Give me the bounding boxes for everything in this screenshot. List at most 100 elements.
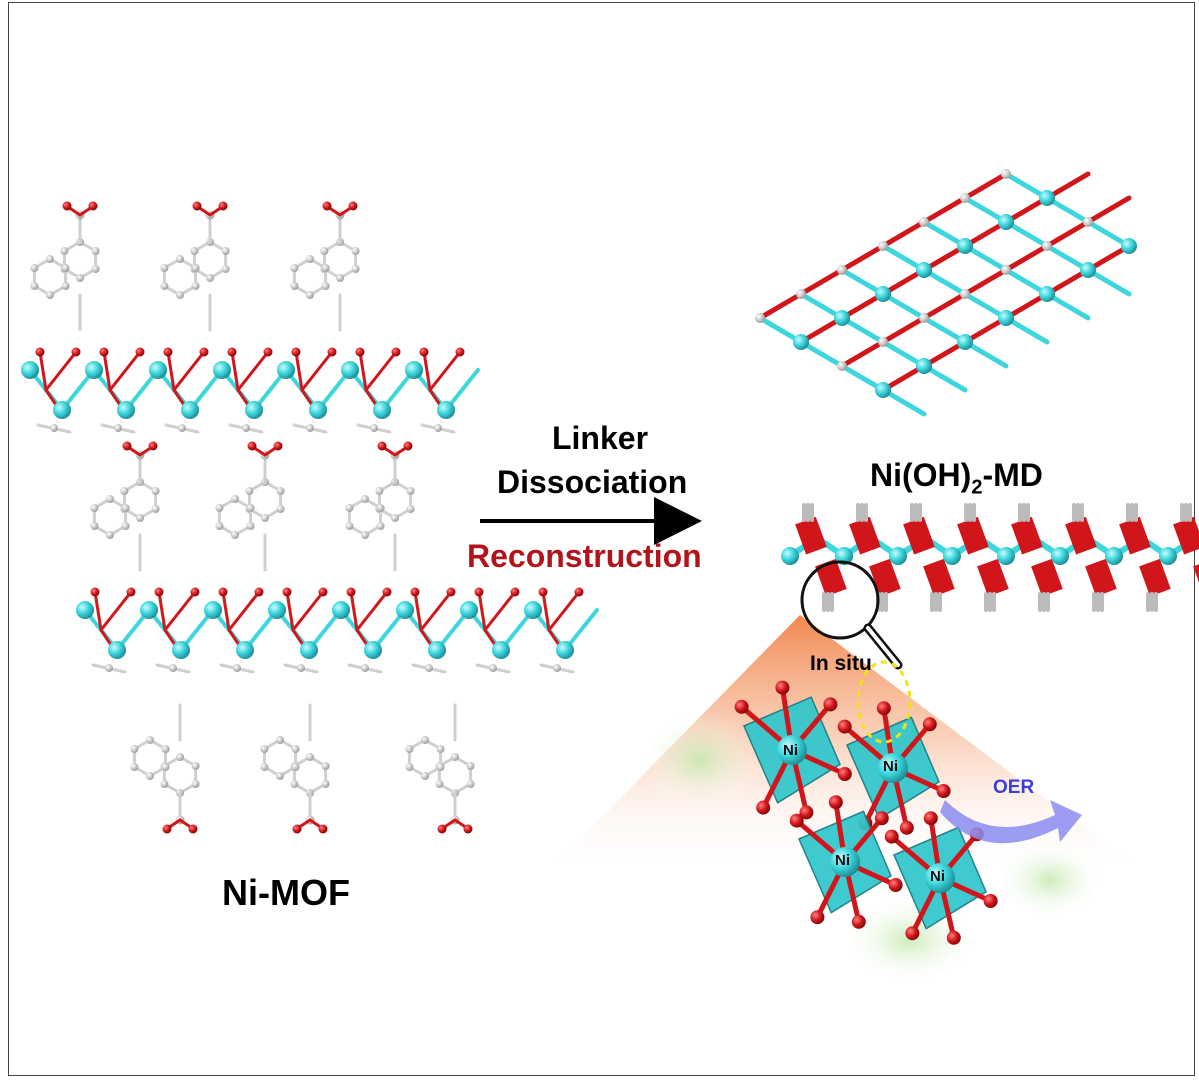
carbon-atom [191,762,200,770]
carbon-atom [391,514,399,522]
nickel-atom [108,641,126,659]
bond [166,350,176,392]
nickel-atom [405,361,423,379]
oxygen-atom [227,347,237,357]
oxygen-atom [162,824,172,834]
nickel-atom [213,361,231,379]
nickel-atom [834,310,850,326]
bond [483,590,517,632]
carbon-atom [837,265,847,275]
oxygen-atom [899,820,914,835]
carbon-atom [297,664,305,672]
carbon-atom [405,745,414,753]
nickel-atom [140,601,158,619]
carbon-atom [1083,217,1093,227]
carbon-atom [489,664,497,672]
carbon-atom [231,495,239,503]
carbon-atom [130,763,139,771]
carbon-atom [361,664,369,672]
nickel-atom [777,735,807,765]
carbon-atom [290,780,299,788]
nickel-atom [1039,286,1055,302]
nickel-atom [373,401,391,419]
oxygen-atom [377,441,387,451]
nickel-atom [117,401,135,419]
carbon-atom [191,282,200,290]
carbon-atom [206,274,214,282]
carbon-atom [160,282,169,290]
carbon-atom [434,424,442,432]
carbon-atom [120,487,129,495]
carbon-atom [160,264,169,272]
nickel-atom [85,361,103,379]
oxygen-atom [946,930,961,945]
carbon-atom [960,289,970,299]
nickel-atom [830,847,860,877]
carbon-atom [61,264,70,272]
carbon-atom [1042,241,1052,251]
carbon-atom [215,504,224,512]
nickel-atom [835,547,853,565]
oxygen-atom [510,587,520,597]
ni-mof-label: Ni-MOF [222,872,350,913]
nickel-atom [998,214,1014,230]
oxygen-atom [876,701,891,716]
nickel-atom [149,361,167,379]
carbon-atom [160,780,169,788]
carbon-atom [231,531,239,539]
oxygen-atom [888,878,903,892]
bond [99,590,133,632]
oxygen-atom [163,347,173,357]
carbon-atom [435,780,444,788]
carbon-atom [361,531,369,539]
carbon-atom [60,247,69,255]
magnifier-icon [800,560,903,670]
oxygen-atom [799,805,814,820]
carbon-atom [291,763,300,771]
oxygen-atom [148,441,158,451]
oxygen-atom [923,811,938,826]
oxygen-atom [126,587,136,597]
hydroxyl-column [1085,558,1117,597]
in-situ-label: In situ [810,652,872,675]
carbon-atom [260,763,269,771]
carbon-atom [276,772,284,780]
carbon-atom [191,780,200,788]
carbon-atom [837,361,847,371]
oxygen-atom [936,784,951,798]
carbon-atom [260,745,269,753]
green-glow-1 [640,710,760,810]
oxygen-atom [823,697,838,712]
oxygen-atom [190,587,200,597]
bond [230,350,240,392]
linker-label: Linker [551,420,649,456]
bond [921,195,968,225]
oxygen-atom [734,699,749,714]
carbon-atom [130,745,139,753]
carbon-atom [406,505,415,513]
carbon-atom [46,291,54,299]
carbon-atom [421,772,429,780]
md-subscript: 2 [971,476,983,499]
bond [236,350,270,392]
oxygen-atom [983,894,998,908]
carbon-atom [61,282,70,290]
carbon-atom [176,291,184,299]
md-suffix: -MD [982,457,1043,493]
carbon-atom [169,664,177,672]
oxygen-atom [756,800,771,815]
hydroxyl-column [849,516,881,555]
carbon-atom [321,282,330,290]
bond [413,590,423,632]
bond [428,350,462,392]
nickel-atom [943,547,961,565]
hydroxyl-column [795,516,827,555]
carbon-atom [306,424,314,432]
nickel-atom [172,641,190,659]
hydroxyl-column [957,516,989,555]
nickel-atom [556,641,574,659]
bond [172,350,206,392]
nioh2-side-view [781,503,1199,612]
carbon-atom [91,247,100,255]
carbon-atom [146,736,154,744]
